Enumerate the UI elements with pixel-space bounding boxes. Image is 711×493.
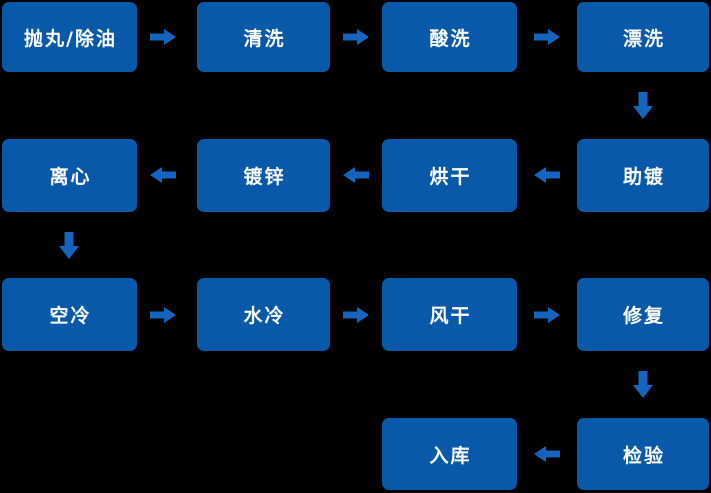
node-centrifuge: 离心: [2, 139, 137, 212]
arrow-pickling-to-rinsing-icon: [534, 29, 560, 45]
arrow-repair-to-inspection-icon: [633, 371, 653, 398]
arrow-galvanizing-to-centrifuge-icon: [150, 167, 176, 183]
node-air-cooling: 空冷: [2, 278, 137, 351]
arrow-air-drying-to-repair-icon: [534, 307, 560, 323]
node-shot-blast-degrease: 抛丸/除油: [2, 2, 137, 72]
arrow-drying-to-galvanizing-icon: [343, 167, 369, 183]
arrow-water-cooling-to-air-drying-icon: [343, 307, 369, 323]
arrow-fluxing-to-drying-icon: [534, 167, 560, 183]
node-air-drying: 风干: [382, 278, 517, 351]
node-inspection: 检验: [577, 418, 709, 490]
arrow-rinsing-to-fluxing-icon: [633, 92, 653, 119]
node-pickling: 酸洗: [382, 2, 517, 72]
arrow-air-cooling-to-water-cooling-icon: [150, 307, 176, 323]
arrow-centrifuge-to-air-cooling-icon: [59, 232, 79, 259]
arrow-inspection-to-storage-icon: [534, 446, 560, 462]
arrow-shot-blast-to-cleaning-icon: [150, 29, 176, 45]
node-galvanizing: 镀锌: [197, 139, 330, 212]
node-repair: 修复: [577, 278, 709, 351]
node-water-cooling: 水冷: [197, 278, 330, 351]
node-storage: 入库: [382, 418, 517, 490]
node-drying: 烘干: [382, 139, 517, 212]
arrow-cleaning-to-pickling-icon: [343, 29, 369, 45]
node-rinsing: 漂洗: [577, 2, 709, 72]
node-fluxing: 助镀: [577, 139, 709, 212]
node-cleaning: 清洗: [197, 2, 330, 72]
